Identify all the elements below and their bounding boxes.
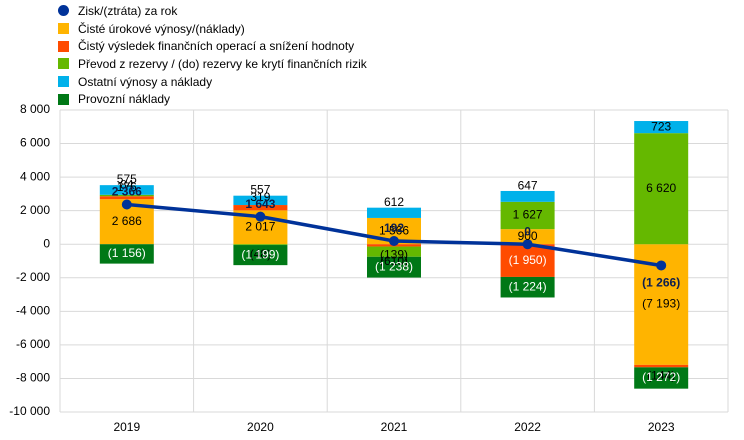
bar-s3-2019 <box>99 185 154 195</box>
bar-s4-2019 <box>99 244 154 264</box>
y-tick-label-8: 6 000 <box>20 136 50 150</box>
legend-swatch-1 <box>58 40 69 52</box>
legend-item-2: Převod z rezervy / (do) rezervy ke krytí… <box>58 55 498 73</box>
bar-s1-2020 <box>233 205 288 211</box>
data-label-s3-2020: 557 <box>250 183 270 197</box>
bar-s4-2022 <box>500 276 555 298</box>
data-label-s0-2020: 2 017 <box>245 219 275 233</box>
bar-s2-2021 <box>367 246 421 257</box>
data-label-s2-2020: (48) <box>250 247 271 261</box>
bar-s0-2022 <box>500 229 555 245</box>
x-tick-label-4: 2023 <box>648 420 675 434</box>
legend-item-profit: Zisk/(ztráta) za rok <box>58 2 498 20</box>
bar-s4-2023 <box>634 367 689 389</box>
bar-s3-2022 <box>500 190 555 202</box>
data-label-s1-2021: (139) <box>380 248 408 262</box>
y-tick-label-4: -2 000 <box>16 270 50 284</box>
data-label-s3-2023: 723 <box>651 119 671 133</box>
data-label-s1-2023: (144) <box>647 368 675 382</box>
legend-label-profit: Zisk/(ztráta) za rok <box>78 3 178 18</box>
bar-s4-2021 <box>367 256 421 278</box>
legend-item-1: Čistý výsledek finančních operací a sníž… <box>58 37 498 55</box>
profit-point-2019 <box>121 199 132 210</box>
bar-s2-2020 <box>233 244 288 246</box>
bar-s1-2023 <box>634 364 689 368</box>
x-tick-label-0: 2019 <box>113 420 140 434</box>
bar-s4-2020 <box>233 245 288 266</box>
profit-label-2019: 2 366 <box>112 185 142 199</box>
data-label-s0-2022: 900 <box>518 229 538 243</box>
bar-s3-2021 <box>367 207 421 218</box>
profit-label-2023: (1 266) <box>642 276 680 290</box>
y-tick-label-9: 8 000 <box>20 102 50 116</box>
data-label-s2-2021: (610) <box>380 254 408 268</box>
data-label-s4-2019: (1 156) <box>108 246 146 260</box>
legend-swatch-4 <box>58 93 69 105</box>
bar-s2-2023 <box>634 133 689 245</box>
data-label-s3-2021: 612 <box>384 195 404 209</box>
data-label-s4-2022: (1 224) <box>509 279 547 293</box>
y-tick-label-7: 4 000 <box>20 169 50 183</box>
profit-label-2020: 1 643 <box>245 197 275 211</box>
legend: Zisk/(ztráta) za rok Čisté úrokové výnos… <box>58 2 498 108</box>
data-label-s2-2023: 6 620 <box>646 181 676 195</box>
data-label-s1-2019: 176 <box>117 180 137 194</box>
data-label-s4-2020: (1 199) <box>241 247 279 261</box>
legend-label-3: Ostatní výnosy a náklady <box>78 74 213 89</box>
legend-label-4: Provozní náklady <box>78 92 171 107</box>
legend-swatch-0 <box>58 23 69 35</box>
legend-label-1: Čistý výsledek finančních operací a sníž… <box>78 39 355 54</box>
data-label-s0-2019: 2 686 <box>112 214 142 228</box>
bar-s3-2023 <box>634 121 689 134</box>
x-tick-label-1: 2020 <box>247 420 274 434</box>
y-tick-label-5: 0 <box>43 236 50 250</box>
data-label-s0-2023: (7 193) <box>642 297 680 311</box>
y-tick-label-2: -6 000 <box>16 337 50 351</box>
profit-point-2023 <box>656 260 667 271</box>
legend-swatch-3 <box>58 76 69 88</box>
legend-swatch-profit <box>58 5 69 17</box>
x-tick-label-3: 2022 <box>514 420 541 434</box>
profit-label-2021: 192 <box>384 221 404 235</box>
legend-item-3: Ostatní výnosy a náklady <box>58 73 498 91</box>
x-tick-label-2: 2021 <box>381 420 408 434</box>
y-tick-label-1: -8 000 <box>16 371 50 385</box>
data-label-s1-2020: 319 <box>250 190 270 204</box>
legend-item-0: Čisté úrokové výnosy/(náklady) <box>58 20 498 38</box>
data-label-s4-2023: (1 272) <box>642 370 680 384</box>
profit-label-2022: 0 <box>524 224 531 238</box>
profit-point-2022 <box>522 239 533 250</box>
legend-item-4: Provozní náklady <box>58 90 498 108</box>
bar-s3-2020 <box>233 195 288 206</box>
bar-s1-2019 <box>99 196 154 200</box>
y-tick-label-6: 2 000 <box>20 203 50 217</box>
y-tick-label-0: -10 000 <box>9 404 50 418</box>
data-label-s0-2021: 1 566 <box>379 223 409 237</box>
data-label-s1-2022: (1 950) <box>509 253 547 267</box>
data-label-s2-2019: 84 <box>120 178 134 192</box>
data-label-s4-2021: (1 238) <box>375 259 413 273</box>
profit-point-2021 <box>389 236 399 247</box>
legend-swatch-2 <box>58 58 69 70</box>
data-label-s3-2019: 575 <box>117 172 137 186</box>
bar-s2-2019 <box>99 194 154 197</box>
bar-s1-2022 <box>500 244 555 277</box>
profit-point-2020 <box>255 211 266 222</box>
bar-s2-2022 <box>500 201 555 230</box>
y-tick-label-3: -4 000 <box>16 304 50 318</box>
legend-label-2: Převod z rezervy / (do) rezervy ke krytí… <box>78 56 367 71</box>
legend-label-0: Čisté úrokové výnosy/(náklady) <box>78 21 245 36</box>
data-label-s2-2022: 1 627 <box>513 208 543 222</box>
data-label-s3-2022: 647 <box>518 179 538 193</box>
